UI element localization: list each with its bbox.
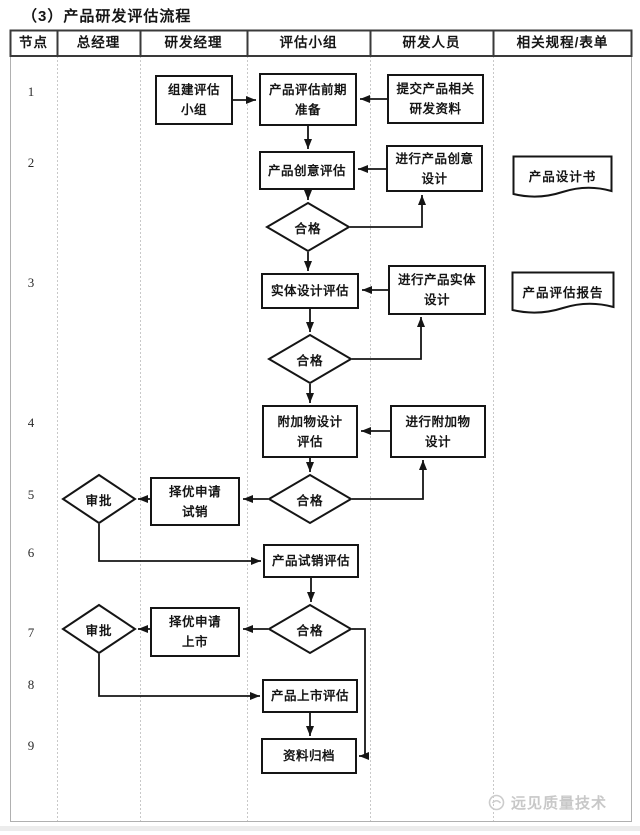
- node-number-8: 8: [27, 677, 35, 692]
- box-trial-evaluation: 产品试销评估: [263, 544, 359, 578]
- doc-product-design-book-label: 产品设计书: [528, 170, 597, 184]
- box-idea-evaluation-label: 产品创意评估: [267, 163, 346, 178]
- box-apply-trial-label: 择优申请 试销: [168, 484, 221, 519]
- column-header-docs: 相关规程/表单: [516, 35, 609, 50]
- node-number-2: 2: [27, 155, 35, 170]
- box-build-team: 组建评估 小组: [155, 75, 233, 125]
- decision-pass-3: 合格: [267, 473, 353, 525]
- column-header-rd-manager: 研发经理: [164, 35, 223, 50]
- node-number-3: 3: [27, 275, 35, 290]
- box-addon-evaluation-label: 附加物设计 评估: [277, 414, 343, 449]
- watermark-text: 远见质量技术: [511, 795, 608, 812]
- decision-pass-2-label: 合格: [296, 353, 324, 368]
- decision-pass-4: 合格: [267, 603, 353, 655]
- watermark: 远见质量技术: [488, 792, 607, 813]
- box-pre-evaluation-label: 产品评估前期 准备: [268, 82, 347, 117]
- node-number-9: 9: [27, 738, 35, 753]
- box-entity-design-label: 进行产品实体 设计: [397, 273, 476, 307]
- box-pre-evaluation: 产品评估前期 准备: [259, 73, 357, 126]
- node-number-4: 4: [27, 415, 35, 430]
- box-apply-launch: 择优申请 上市: [150, 607, 240, 657]
- box-launch-evaluation-label: 产品上市评估: [270, 689, 349, 703]
- column-header-gm: 总经理: [76, 35, 121, 50]
- box-apply-launch-label: 择优申请 上市: [168, 615, 221, 649]
- node-number-1: 1: [27, 84, 35, 99]
- box-archive-label: 资料归档: [282, 749, 335, 763]
- box-launch-evaluation: 产品上市评估: [262, 679, 358, 713]
- box-submit-materials: 提交产品相关 研发资料: [387, 74, 484, 124]
- box-entity-evaluation-label: 实体设计评估: [270, 284, 349, 298]
- decision-pass-3-label: 合格: [296, 493, 324, 508]
- column-header-node: 节点: [19, 35, 48, 50]
- box-idea-design-label: 进行产品创意 设计: [395, 151, 474, 186]
- bottom-shadow-band: [0, 826, 640, 831]
- box-idea-design: 进行产品创意 设计: [386, 145, 483, 192]
- box-addon-design-label: 进行附加物 设计: [405, 414, 471, 449]
- watermark-logo-icon: [488, 794, 505, 811]
- box-addon-design: 进行附加物 设计: [390, 405, 486, 458]
- decision-approve-1: 审批: [61, 473, 137, 525]
- box-trial-evaluation-label: 产品试销评估: [271, 554, 350, 568]
- decision-approve-1-label: 审批: [85, 493, 113, 508]
- decision-pass-1: 合格: [265, 201, 351, 253]
- decision-approve-2: 审批: [61, 603, 137, 655]
- box-idea-evaluation: 产品创意评估: [259, 151, 355, 190]
- box-addon-evaluation: 附加物设计 评估: [262, 405, 358, 458]
- node-number-7: 7: [27, 625, 35, 640]
- decision-pass-2: 合格: [267, 333, 353, 385]
- decision-approve-2-label: 审批: [85, 623, 113, 638]
- box-entity-design: 进行产品实体 设计: [388, 265, 486, 315]
- node-number-6: 6: [27, 545, 35, 560]
- box-submit-materials-label: 提交产品相关 研发资料: [396, 82, 475, 116]
- doc-product-design-book: 产品设计书: [512, 155, 613, 203]
- column-header-eval-team: 评估小组: [279, 35, 338, 50]
- box-entity-evaluation: 实体设计评估: [261, 273, 359, 309]
- doc-evaluation-report: 产品评估报告: [511, 271, 615, 319]
- column-header-rd-staff: 研发人员: [402, 35, 461, 50]
- box-build-team-label: 组建评估 小组: [167, 83, 220, 117]
- box-archive: 资料归档: [261, 738, 357, 774]
- page-title: （3）产品研发评估流程: [22, 8, 192, 25]
- box-apply-trial: 择优申请 试销: [150, 477, 240, 526]
- decision-pass-4-label: 合格: [296, 623, 324, 638]
- doc-evaluation-report-label: 产品评估报告: [522, 286, 604, 300]
- node-number-5: 5: [27, 487, 35, 502]
- decision-pass-1-label: 合格: [294, 221, 322, 236]
